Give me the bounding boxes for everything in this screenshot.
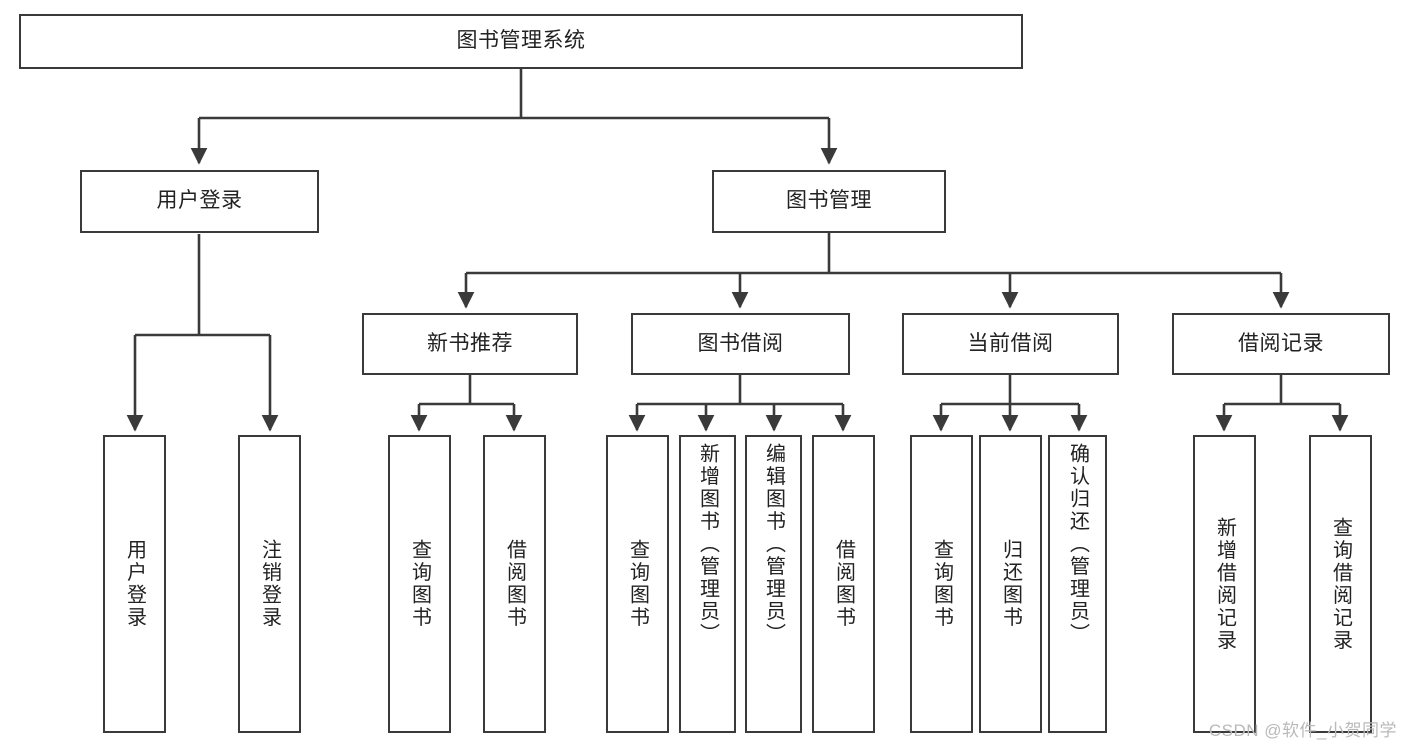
node-borrow-records-label: 借阅记录 (1238, 331, 1324, 355)
node-leaf-edit-book-admin[interactable]: 编辑图书（管理员） (745, 435, 802, 733)
node-leaf-confirm-return-admin[interactable]: 确认归还（管理员） (1048, 435, 1107, 733)
node-current-borrow[interactable]: 当前借阅 (902, 313, 1119, 375)
node-leaf-borrow-book-1[interactable]: 借阅图书 (483, 435, 546, 733)
node-leaf-confirm-return-admin-label: 确认归还（管理员） (1066, 443, 1089, 646)
node-root-label: 图书管理系统 (456, 29, 586, 53)
node-book-management[interactable]: 图书管理 (712, 170, 946, 233)
node-leaf-add-borrow-record[interactable]: 新增借阅记录 (1193, 435, 1256, 733)
node-leaf-query-book-1-label: 查询图书 (408, 539, 431, 629)
node-leaf-user-login-label: 用户登录 (123, 539, 146, 629)
node-leaf-user-login[interactable]: 用户登录 (103, 435, 166, 733)
node-leaf-borrow-book-1-label: 借阅图书 (503, 539, 526, 629)
node-leaf-add-book-admin[interactable]: 新增图书（管理员） (679, 435, 736, 733)
node-leaf-add-borrow-record-label: 新增借阅记录 (1213, 516, 1236, 652)
node-new-book-recommend-label: 新书推荐 (427, 331, 513, 355)
node-leaf-borrow-book-2-label: 借阅图书 (832, 539, 855, 629)
node-leaf-query-book-1[interactable]: 查询图书 (388, 435, 451, 733)
node-leaf-borrow-book-2[interactable]: 借阅图书 (812, 435, 875, 733)
node-leaf-query-book-2[interactable]: 查询图书 (606, 435, 669, 733)
node-leaf-query-borrow-record-label: 查询借阅记录 (1329, 516, 1352, 652)
node-book-borrow[interactable]: 图书借阅 (631, 313, 850, 375)
node-book-borrow-label: 图书借阅 (697, 331, 784, 355)
node-leaf-return-book[interactable]: 归还图书 (979, 435, 1042, 733)
node-leaf-query-book-3[interactable]: 查询图书 (910, 435, 973, 733)
node-leaf-logout-label: 注销登录 (258, 539, 281, 629)
watermark-text: CSDN @软件_小贺同学 (1208, 721, 1397, 740)
node-leaf-query-borrow-record[interactable]: 查询借阅记录 (1309, 435, 1372, 733)
node-current-borrow-label: 当前借阅 (967, 331, 1054, 355)
node-book-management-label: 图书管理 (786, 189, 872, 213)
node-leaf-query-book-3-label: 查询图书 (930, 539, 953, 629)
node-leaf-return-book-label: 归还图书 (999, 539, 1022, 629)
node-leaf-query-book-2-label: 查询图书 (626, 539, 649, 629)
node-user-login-label: 用户登录 (156, 189, 243, 213)
node-leaf-logout[interactable]: 注销登录 (238, 435, 301, 733)
node-root[interactable]: 图书管理系统 (19, 14, 1023, 69)
node-borrow-records[interactable]: 借阅记录 (1172, 313, 1390, 375)
node-user-login[interactable]: 用户登录 (80, 170, 319, 233)
node-leaf-edit-book-admin-label: 编辑图书（管理员） (762, 443, 785, 646)
node-leaf-add-book-admin-label: 新增图书（管理员） (696, 443, 719, 646)
node-new-book-recommend[interactable]: 新书推荐 (362, 313, 578, 375)
